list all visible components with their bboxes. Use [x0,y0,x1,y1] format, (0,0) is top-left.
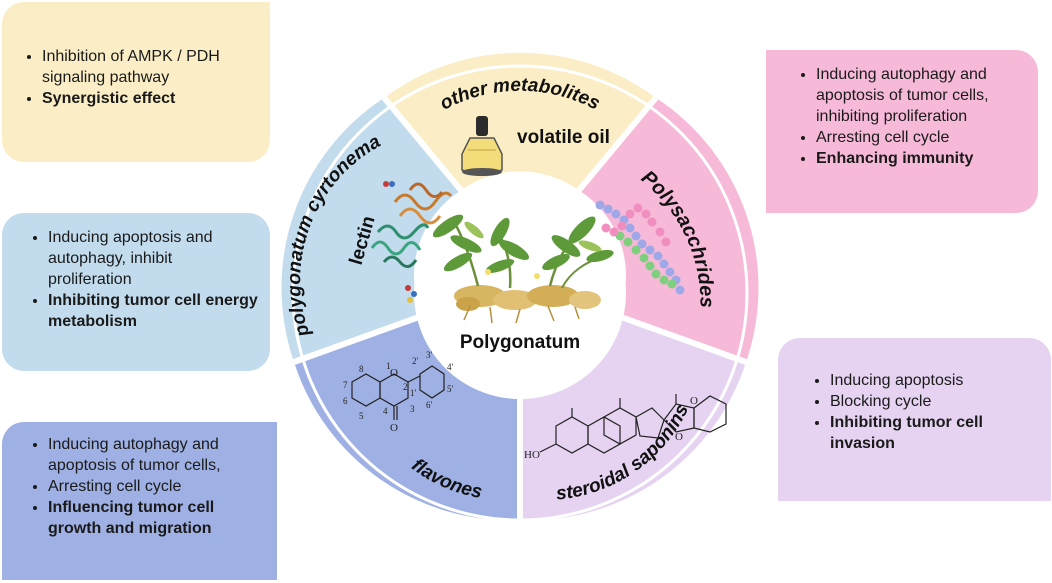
effect-item: Synergistic effect [42,88,258,109]
polysaccharide-chains [595,200,685,295]
flavone-atom-label: O [390,422,398,434]
effect-item: Arresting cell cycle [48,476,265,497]
segment-sublabel-volatile-oil: volatile oil [517,127,610,148]
polygonatum-plant-illustration [432,214,614,324]
effects-list: Inducing apoptosis Blocking cycle Inhibi… [800,370,1039,454]
effect-item: Inducing autophagy and apoptosis of tumo… [816,64,1026,127]
segment-dividers [292,95,748,520]
flavone-atom-label: 1 [386,361,391,371]
flavone-atom-label: 5 [359,411,364,421]
flavone-atom-label: 3 [410,404,415,414]
saponin-o-label: O [675,431,683,443]
flavone-atom-label: 2' [412,356,419,366]
effect-item: Arresting cell cycle [816,127,1026,148]
oil-bottle-icon [461,116,503,176]
effects-box-polysaccharides: Inducing autophagy and apoptosis of tumo… [766,50,1038,213]
flavone-atom-label: O [390,367,398,379]
flavone-atom-label: 4 [383,406,388,416]
flavone-atom-label: 8 [359,364,364,374]
effects-box-steroidal-saponins: Inducing apoptosis Blocking cycle Inhibi… [778,338,1051,501]
effects-list: Inhibition of AMPK / PDH signaling pathw… [12,46,258,109]
flavone-atom-label: 6 [343,396,348,406]
flavone-atom-label: 4' [447,362,454,372]
segment-flavones [294,315,520,521]
effect-item: Blocking cycle [830,391,1039,412]
segment-polysaccharides [578,97,759,363]
effect-item: Inducing autophagy and apoptosis of tumo… [48,434,265,476]
saponin-o-label: O [690,395,698,407]
flavone-atom-label: 1' [410,388,417,398]
effects-list: Inducing apoptosis and autophagy, inhibi… [18,227,258,332]
segment-other-metabolites [384,52,656,191]
effect-item: Inhibiting tumor cell energy metabolism [48,290,258,332]
effects-box-other-metabolites: Inhibition of AMPK / PDH signaling pathw… [2,2,270,162]
segment-steroidal-saponins [520,315,746,521]
effect-item: Enhancing immunity [816,148,1026,169]
center-label: Polygonatum [460,332,580,353]
flavone-atom-label: 6' [426,400,433,410]
effects-box-lectin: Inducing apoptosis and autophagy, inhibi… [2,213,270,371]
effect-item: Inhibiting tumor cell invasion [830,412,1039,454]
flavone-atom-label: 3' [426,350,433,360]
effects-box-flavones: Inducing autophagy and apoptosis of tumo… [2,422,277,580]
effect-item: Influencing tumor cell growth and migrat… [48,497,265,539]
effect-item: Inducing apoptosis [830,370,1039,391]
effects-list: Inducing autophagy and apoptosis of tumo… [18,434,265,539]
flavone-atom-label: 5' [447,384,454,394]
effect-item: Inducing apoptosis and autophagy, inhibi… [48,227,258,290]
effects-list: Inducing autophagy and apoptosis of tumo… [786,64,1026,169]
effect-item: Inhibition of AMPK / PDH signaling pathw… [42,46,258,88]
flavone-atom-label: 2 [403,382,408,392]
segment-lectin [281,97,462,363]
saponin-ho-label: HO [524,449,540,461]
lectin-protein-structure [370,181,453,303]
flavone-atom-label: 7 [343,380,348,390]
flavone-structure [351,365,445,420]
steroidal-saponin-structure [539,394,727,454]
